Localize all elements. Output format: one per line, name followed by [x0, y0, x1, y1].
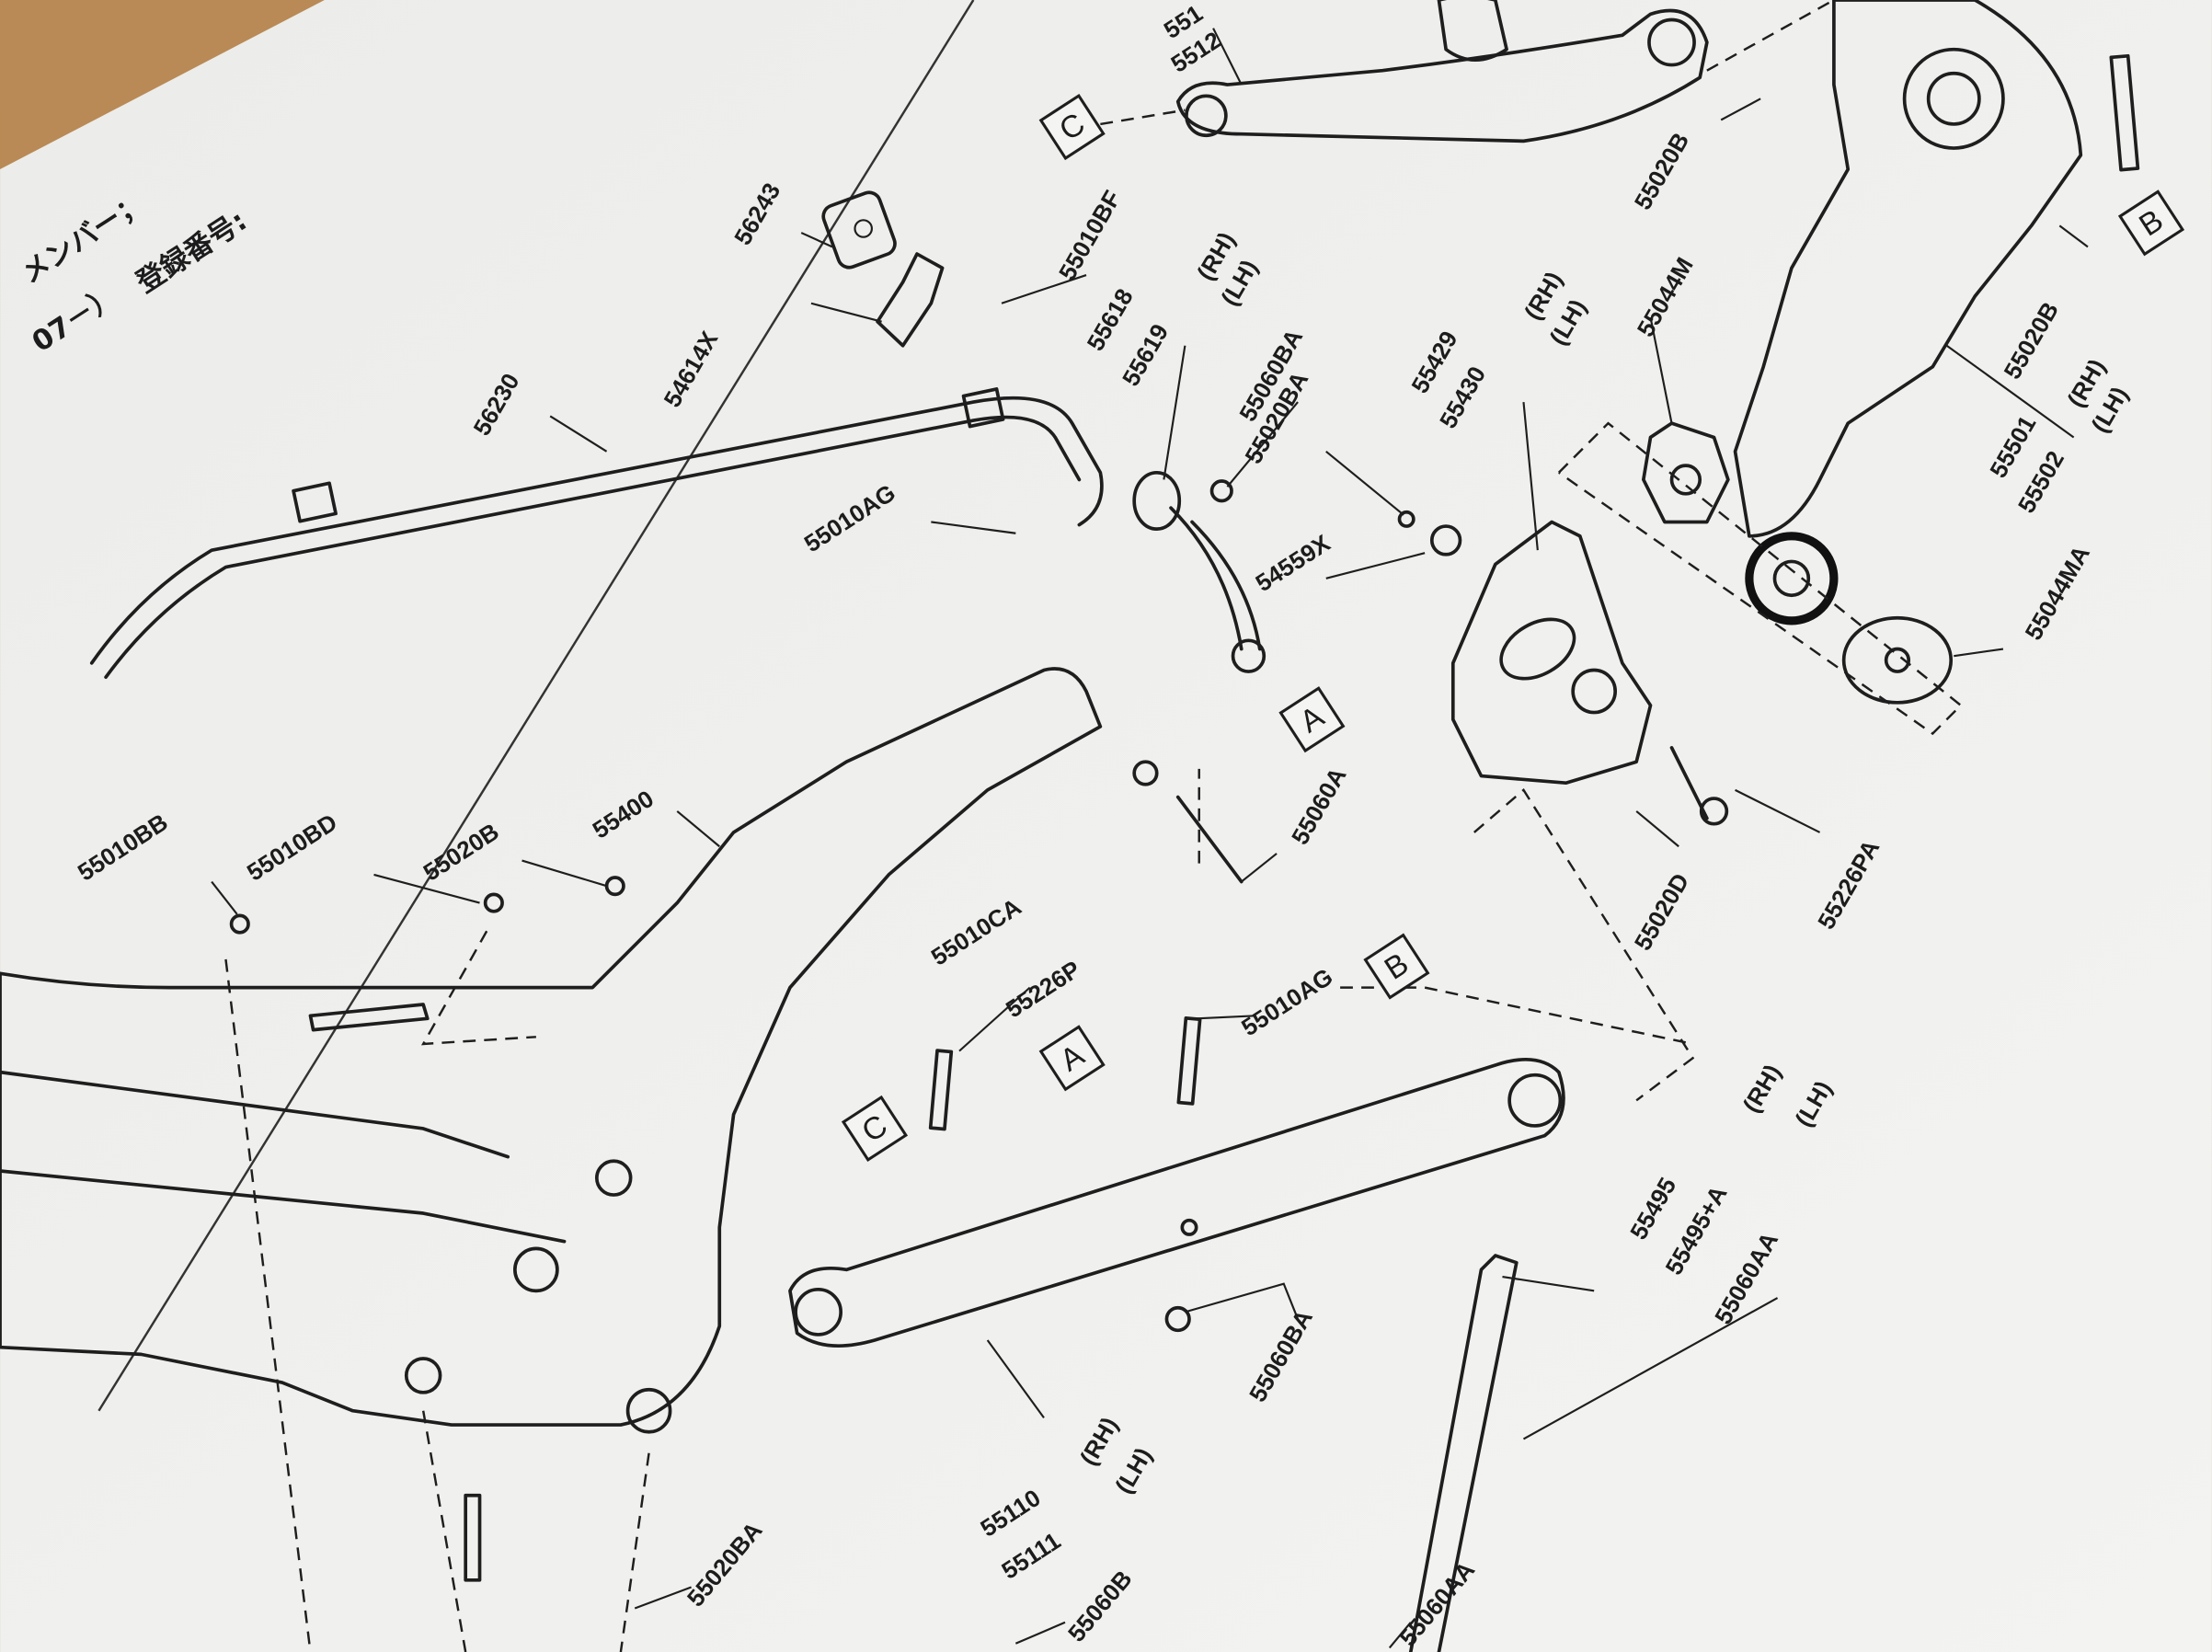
suspension-member	[0, 667, 1519, 1652]
callout-c-top: C	[1038, 93, 1106, 161]
lower-link	[788, 760, 1565, 1348]
rubber-mounts	[1557, 421, 1963, 736]
axle-housing	[1733, 0, 2140, 538]
callout-c-lower: C	[841, 1095, 909, 1163]
callout-b-right: B	[2117, 189, 2185, 257]
stabilizer-bushing	[821, 190, 945, 348]
knuckle-bracket	[1397, 510, 1729, 1102]
leader-lines	[211, 0, 2089, 1649]
upper-arm	[1175, 0, 1709, 143]
callout-a-upper: A	[1278, 686, 1346, 753]
callout-b-lower: B	[1363, 933, 1430, 1000]
callout-a-lower: A	[1038, 1025, 1106, 1092]
stabilizer-link	[1132, 470, 1266, 673]
frame-border-line	[97, 0, 975, 1412]
stabilizer-bar	[89, 387, 1104, 680]
